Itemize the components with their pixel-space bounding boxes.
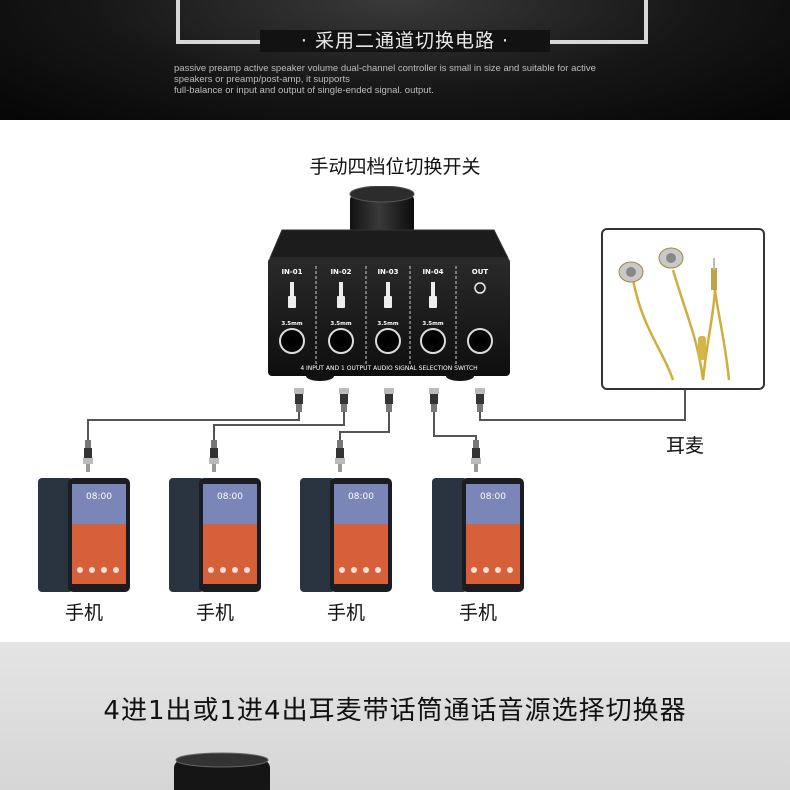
cable-in-04 xyxy=(433,412,477,440)
phone-image: 08:00 xyxy=(432,478,524,592)
knob-preview-icon xyxy=(174,752,270,790)
device-caption: 4 INPUT AND 1 OUTPUT AUDIO SIGNAL SELECT… xyxy=(300,365,477,372)
plug-icon xyxy=(335,440,345,472)
plug-icon xyxy=(339,388,349,412)
plug-icon xyxy=(471,440,481,472)
port-in-03: IN-03 3.5mm xyxy=(375,268,401,354)
cable-out xyxy=(479,388,686,421)
port-label: OUT xyxy=(472,268,489,276)
phone-label: 手机 xyxy=(458,602,497,624)
earphones-icon xyxy=(618,247,731,381)
port-in-02: IN-02 3.5mm xyxy=(328,268,354,354)
phone-time: 08:00 xyxy=(217,492,243,502)
jack-size-label: 3.5mm xyxy=(377,321,398,327)
phone-image: 08:00 xyxy=(300,478,392,592)
port-in-01: IN-01 3.5mm xyxy=(279,268,305,354)
jack-size-label: 3.5mm xyxy=(422,321,443,327)
earphones-image xyxy=(601,228,765,390)
jack-plug-icon xyxy=(429,282,437,308)
phone-label: 手机 xyxy=(195,602,234,624)
banner-subtitle: · 采用二通道切换电路 · xyxy=(260,30,550,52)
phone-label: 手机 xyxy=(64,602,103,624)
headset-label: 耳麦 xyxy=(665,435,704,457)
jack-plug-icon xyxy=(337,282,345,308)
jack-size-label: 3.5mm xyxy=(281,321,302,327)
smartphone-icon: 08:00 xyxy=(432,478,524,592)
port-out: OUT xyxy=(467,268,493,354)
smartphone-icon: 08:00 xyxy=(169,478,261,592)
plug-icon xyxy=(429,388,439,412)
banner-description-line: full-balance or input and output of sing… xyxy=(174,85,434,96)
headphone-jack-icon xyxy=(474,282,486,294)
plug-icon xyxy=(209,440,219,472)
plug-icon xyxy=(475,388,485,412)
plug-icon xyxy=(384,388,394,412)
phone-time: 08:00 xyxy=(480,492,506,502)
plug-icon xyxy=(294,388,304,412)
product-title: 4进1出或1进4出耳麦带话筒通话音源选择切换器 xyxy=(103,696,687,726)
device-plugs xyxy=(294,388,485,412)
phone-image: 08:00 xyxy=(38,478,130,592)
phone-time: 08:00 xyxy=(86,492,112,502)
port-label: IN-01 xyxy=(281,268,302,276)
cable-in-01 xyxy=(87,412,300,440)
rotary-knob-icon xyxy=(349,186,415,236)
switch-title: 手动四档位切换开关 xyxy=(309,156,481,178)
bottom-section xyxy=(0,642,790,790)
cable-in-03 xyxy=(339,412,390,440)
phone-time: 08:00 xyxy=(348,492,374,502)
jack-size-label: 3.5mm xyxy=(330,321,351,327)
banner-description-line: speakers or preamp/post-amp, it supports xyxy=(174,74,350,85)
cable-in-02 xyxy=(213,412,345,440)
port-label: IN-03 xyxy=(377,268,398,276)
switch-device: IN-01 3.5mm IN-02 3.5mm IN-03 3.5mm IN-0… xyxy=(268,186,510,381)
phone-label: 手机 xyxy=(326,602,365,624)
top-banner: · 采用二通道切换电路 · passive preamp active spea… xyxy=(0,0,790,120)
jack-plug-icon xyxy=(384,282,392,308)
port-label: IN-04 xyxy=(422,268,443,276)
smartphone-icon: 08:00 xyxy=(300,478,392,592)
banner-description: passive preamp active speaker volume dua… xyxy=(174,63,654,96)
jack-icons xyxy=(288,282,486,308)
port-in-04: IN-04 3.5mm xyxy=(420,268,446,354)
phone-image: 08:00 xyxy=(169,478,261,592)
smartphone-icon: 08:00 xyxy=(38,478,130,592)
plug-icon xyxy=(83,440,93,472)
port-label: IN-02 xyxy=(330,268,351,276)
jack-plug-icon xyxy=(288,282,296,308)
banner-description-line: passive preamp active speaker volume dua… xyxy=(174,63,596,74)
phone-plugs xyxy=(83,440,481,472)
